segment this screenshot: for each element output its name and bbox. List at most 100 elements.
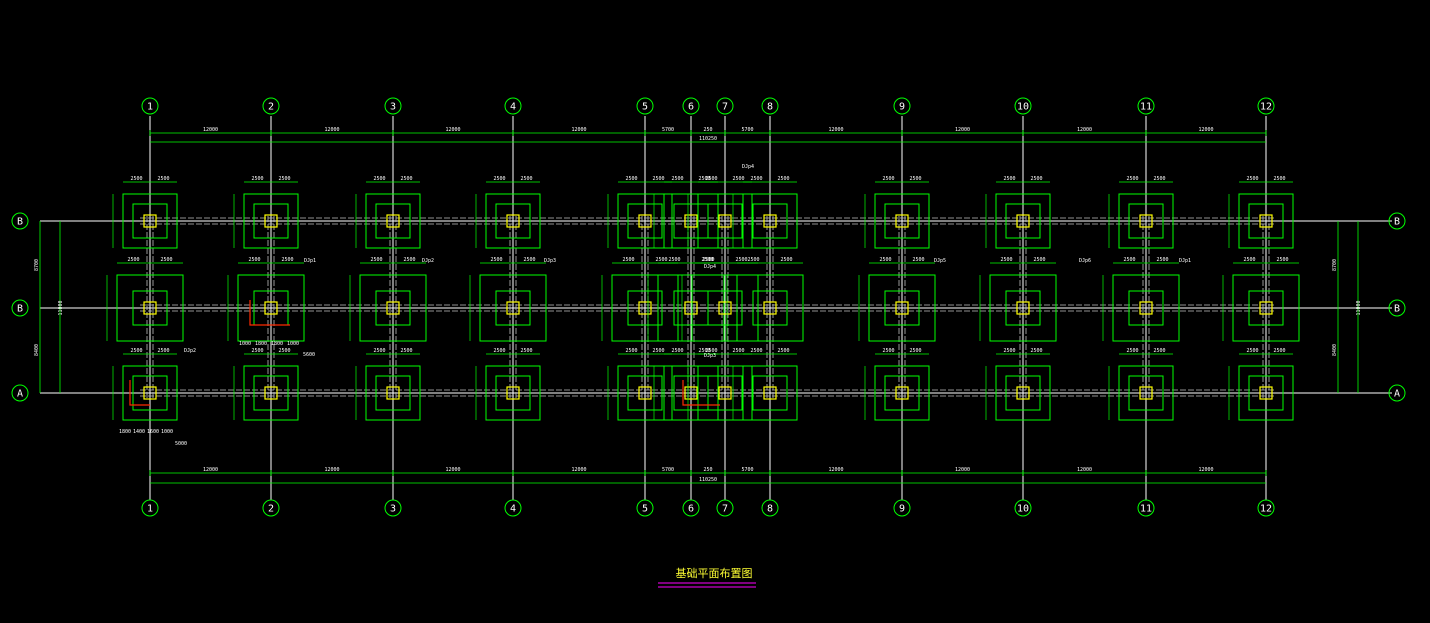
axis-bubble-label: 8 bbox=[767, 102, 773, 113]
vertical-dim-text: 11000 bbox=[1356, 300, 1362, 315]
column-outline bbox=[506, 214, 520, 228]
footing-inner bbox=[627, 375, 663, 411]
axis-bubble-label: 3 bbox=[390, 102, 396, 113]
footing-inner bbox=[707, 375, 743, 411]
span-dim-text: 12000 bbox=[828, 467, 843, 473]
footing-dim-text: 2500 bbox=[705, 176, 717, 182]
footing-inner bbox=[495, 290, 531, 326]
axis-bubble bbox=[262, 97, 280, 115]
axis-bubble-label: B bbox=[17, 304, 23, 315]
axis-bubble bbox=[893, 97, 911, 115]
footing-outer bbox=[868, 274, 936, 342]
footing-dim-text: 2500 bbox=[1000, 257, 1012, 263]
column-outline bbox=[718, 386, 732, 400]
column-outline bbox=[1016, 301, 1030, 315]
footing-dim-text: 2500 bbox=[373, 348, 385, 354]
footing-label-text: DJp2 bbox=[422, 258, 434, 264]
footing-outer bbox=[995, 193, 1051, 249]
footing-label-text: DJp3 bbox=[544, 258, 556, 264]
footing-dim-text: 2500 bbox=[750, 348, 762, 354]
axis-bubble-label: A bbox=[1394, 389, 1400, 400]
footing-dim-text: 2500 bbox=[1246, 348, 1258, 354]
axis-bubble-label: 8 bbox=[767, 504, 773, 515]
span-dim-text: 12000 bbox=[203, 127, 218, 133]
footing-dim-text: 2500 bbox=[701, 257, 713, 263]
column-outline bbox=[763, 301, 777, 315]
axis-bubble bbox=[1257, 97, 1275, 115]
footing-outer bbox=[874, 365, 930, 421]
detail-dim-text: 5000 bbox=[175, 441, 187, 447]
footing-dim-text: 2500 bbox=[777, 348, 789, 354]
footing-dim-text: 2500 bbox=[1126, 176, 1138, 182]
footing-dim-text: 2500 bbox=[493, 176, 505, 182]
footing-outer bbox=[736, 274, 804, 342]
footing-outer bbox=[697, 365, 753, 421]
axis-bubble-label: B bbox=[17, 217, 23, 228]
footing-inner bbox=[752, 375, 788, 411]
footing-outer bbox=[122, 193, 178, 249]
axis-bubble bbox=[262, 499, 280, 517]
axis-bubble bbox=[893, 499, 911, 517]
footing-label-text: DJp5 bbox=[934, 258, 946, 264]
footing-outer bbox=[237, 274, 305, 342]
footing-inner bbox=[1128, 203, 1164, 239]
footing-outer bbox=[742, 193, 798, 249]
axis-bubble bbox=[384, 499, 402, 517]
axis-bubble-label: 5 bbox=[642, 102, 648, 113]
footing-dim-text: 2500 bbox=[912, 257, 924, 263]
axis-bubble-label: 9 bbox=[899, 102, 905, 113]
footing-dim-text: 2500 bbox=[1273, 176, 1285, 182]
span-dim-text: 12000 bbox=[1198, 467, 1213, 473]
column-outline bbox=[1139, 214, 1153, 228]
footing-dim-text: 2500 bbox=[622, 257, 634, 263]
axis-bubble-label: 12 bbox=[1260, 102, 1272, 113]
footing-inner bbox=[132, 290, 168, 326]
footing-inner bbox=[495, 375, 531, 411]
span-dim-text: 5700 bbox=[662, 467, 674, 473]
axis-bubble-label: B bbox=[1394, 304, 1400, 315]
footing-dim-text: 2500 bbox=[248, 257, 260, 263]
axis-bubble bbox=[384, 97, 402, 115]
span-dim-text: 12000 bbox=[1077, 467, 1092, 473]
footing-dim-text: 2500 bbox=[278, 348, 290, 354]
footing-outer bbox=[611, 274, 679, 342]
axis-bubble bbox=[636, 97, 654, 115]
footing-dim-text: 2500 bbox=[1243, 257, 1255, 263]
footing-dim-text: 2500 bbox=[157, 348, 169, 354]
footing-outer bbox=[663, 193, 719, 249]
axis-bubble bbox=[761, 97, 779, 115]
footing-outer bbox=[243, 365, 299, 421]
axis-bubble bbox=[11, 212, 29, 230]
column-outline bbox=[264, 214, 278, 228]
footing-dim-text: 2500 bbox=[1030, 176, 1042, 182]
drawing-title: 基础平面布置图 bbox=[676, 567, 753, 580]
axis-bubble bbox=[682, 499, 700, 517]
column-outline bbox=[1139, 386, 1153, 400]
footing-outer bbox=[1238, 365, 1294, 421]
column-outline bbox=[386, 386, 400, 400]
footing-dim-text: 2500 bbox=[278, 176, 290, 182]
column-outline bbox=[264, 386, 278, 400]
column-outline bbox=[895, 386, 909, 400]
footing-dim-text: 2500 bbox=[160, 257, 172, 263]
detail-dim-text: 1000 bbox=[287, 341, 299, 347]
footing-dim-text: 2500 bbox=[705, 348, 717, 354]
axis-bubble bbox=[1388, 384, 1406, 402]
column-outline bbox=[143, 214, 157, 228]
footing-dim-text: 2500 bbox=[671, 348, 683, 354]
footing-dim-text: 2500 bbox=[251, 176, 263, 182]
axis-bubble bbox=[1257, 499, 1275, 517]
span-dim-text: 12000 bbox=[324, 127, 339, 133]
column-outline bbox=[506, 386, 520, 400]
footing-inner bbox=[1248, 203, 1284, 239]
axis-bubble-label: B bbox=[1394, 217, 1400, 228]
footing-label-text: DJp2 bbox=[184, 348, 196, 354]
footing-outer bbox=[116, 274, 184, 342]
footing-outer bbox=[1118, 193, 1174, 249]
footing-dim-text: 2500 bbox=[1153, 176, 1165, 182]
rebar-detail-mark bbox=[129, 380, 150, 406]
footing-inner bbox=[375, 290, 411, 326]
footing-dim-text: 2500 bbox=[1003, 348, 1015, 354]
rebar-detail-mark bbox=[682, 380, 720, 406]
footing-outer bbox=[1232, 274, 1300, 342]
